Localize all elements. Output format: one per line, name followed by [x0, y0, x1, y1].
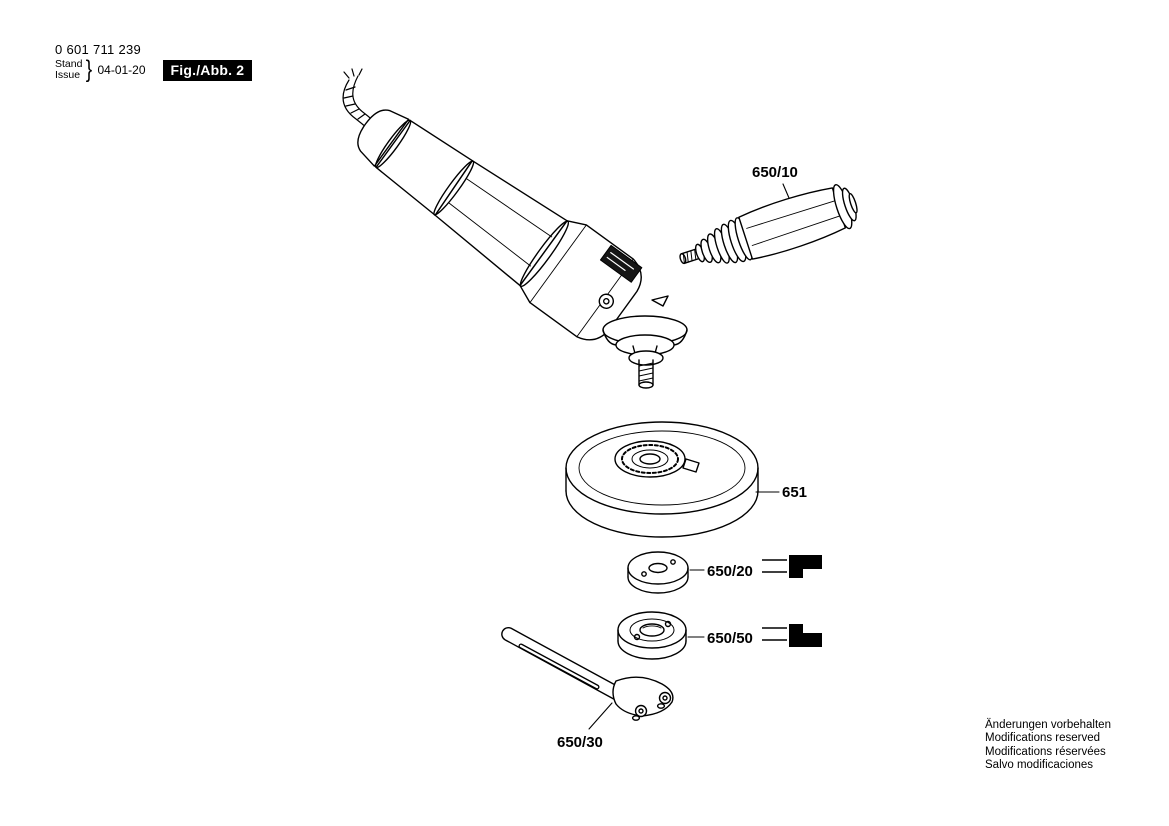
footer-notes: Änderungen vorbehalten Modifications res… — [985, 719, 1111, 773]
wheel-guard — [565, 421, 759, 538]
grinder-body — [357, 109, 643, 341]
title-block: 0 601 711 239 Stand Issue } 04-01-20 Fig… — [55, 42, 253, 83]
callout-650-50: 650/50 — [707, 630, 753, 647]
pin-spanner — [501, 627, 674, 721]
callout-651: 651 — [782, 484, 807, 501]
leader-650-10 — [782, 183, 790, 199]
flange-orientation-symbol-bottom — [762, 624, 822, 647]
brace-glyph: } — [86, 56, 93, 83]
footer-line-fr: Modifications réservées — [985, 745, 1106, 758]
leader-650-30 — [588, 702, 613, 730]
callout-650-20: 650/20 — [707, 563, 753, 580]
clamping-nut — [617, 611, 687, 660]
leader-lines — [588, 183, 790, 730]
side-handle — [679, 183, 858, 265]
figure-label: Fig./Abb. 2 — [162, 59, 253, 81]
callout-650-30: 650/30 — [557, 734, 603, 751]
output-spindle — [602, 315, 688, 389]
callout-650-10: 650/10 — [752, 164, 798, 181]
stand-label: Stand — [55, 58, 83, 70]
footer-line-es: Salvo modificaciones — [985, 759, 1094, 772]
footer-line-en: Modifications reserved — [985, 732, 1101, 745]
issue-label: Issue — [55, 69, 81, 81]
issue-row: Stand Issue } 04-01-20 Fig./Abb. 2 — [55, 56, 253, 83]
spindle-lock-button — [598, 293, 615, 309]
stand-issue-labels: Stand Issue — [55, 59, 82, 81]
flange-orientation-symbol-top — [762, 555, 822, 578]
issue-date: 04-01-20 — [97, 63, 146, 77]
backing-flange — [627, 551, 689, 594]
part-number: 0 601 711 239 — [55, 42, 142, 57]
rotation-arrow — [651, 295, 669, 307]
footer-line-de: Änderungen vorbehalten — [985, 719, 1111, 731]
name-plate — [599, 244, 643, 283]
